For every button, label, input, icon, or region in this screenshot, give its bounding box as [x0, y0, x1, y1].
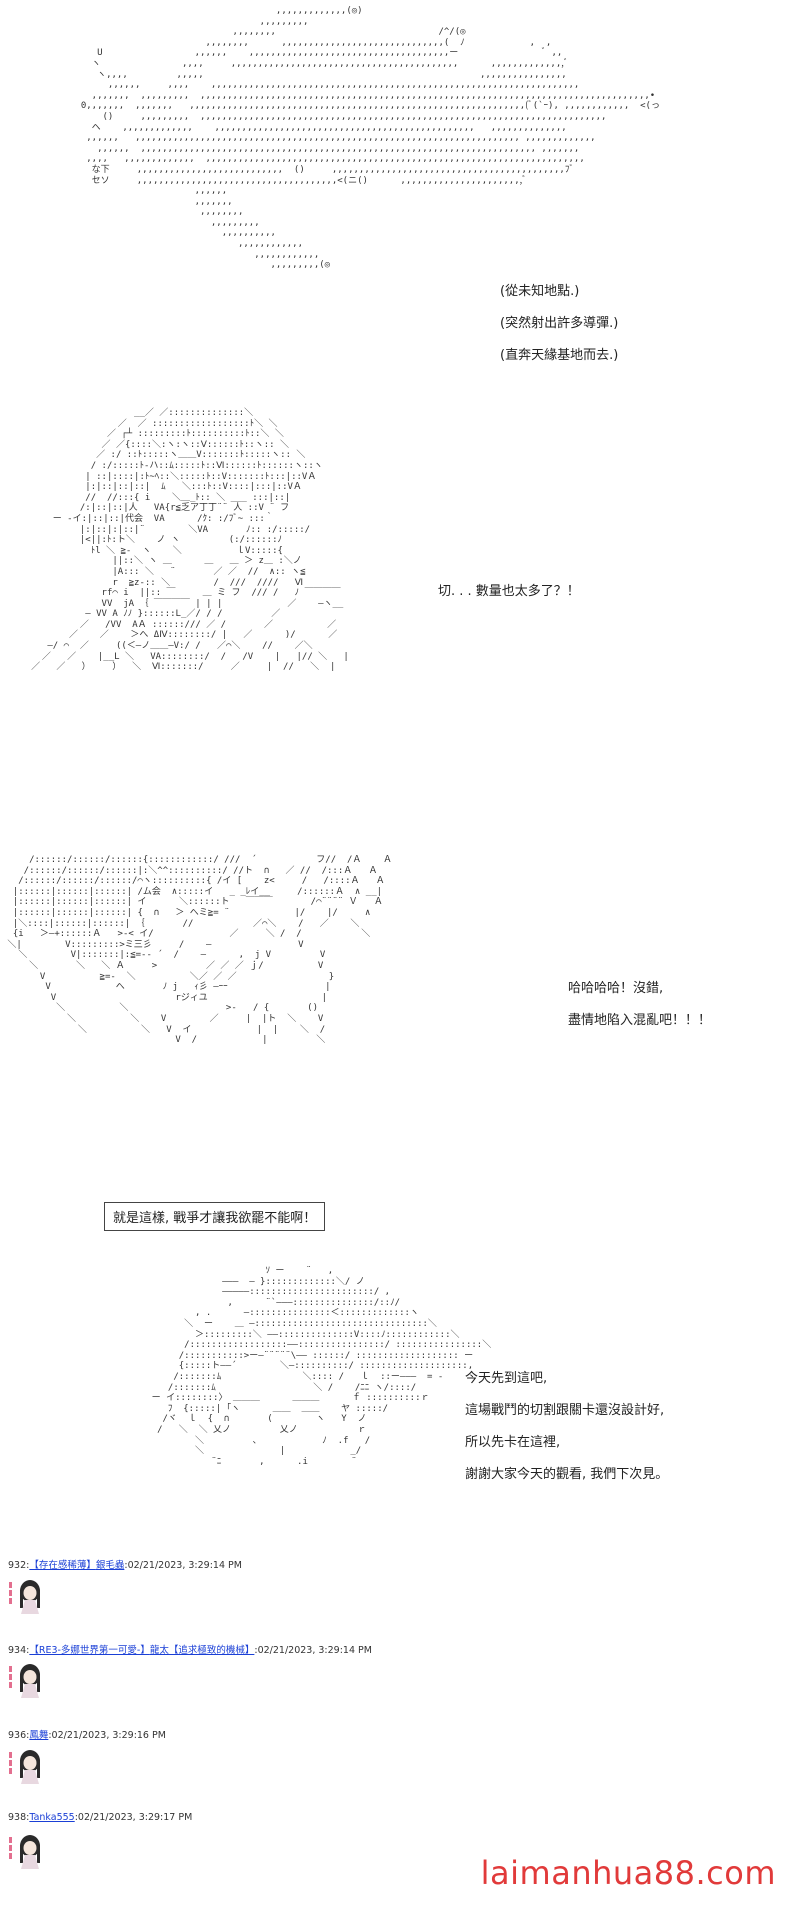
post-timestamp: :02/21/2023, 3:29:17 PM — [74, 1812, 193, 1823]
post-username-link[interactable]: 銀毛蟲 — [95, 1560, 125, 1571]
avatar — [8, 1833, 48, 1869]
character-speech-2: 哈哈哈哈！沒錯, 盡情地陷入混亂吧！！！ — [568, 977, 711, 1041]
post-timestamp: :02/21/2023, 3:29:14 PM — [254, 1645, 372, 1656]
post-username-link[interactable]: 龍太【追求極致的機械】 — [149, 1645, 255, 1656]
character-ascii-art-1: __／ ／::::::::::::::＼ ／ ／ :::::::::::::::… — [31, 408, 349, 673]
avatar-icon — [9, 1580, 40, 1614]
avatar-icon — [9, 1750, 40, 1784]
missile-ascii-art: ,,,,,,,,,,,,,(◎) ,,,,,,,,, ,,,,,,,, /^/(… — [80, 6, 660, 271]
closing-line: 這場戰鬥的切割跟關卡還沒設計好, — [465, 1403, 665, 1418]
character-speech-1: 切. . . 數量也太多了？！ — [438, 584, 580, 599]
post-badge-link[interactable]: 【存在感稀薄】 — [29, 1560, 96, 1571]
avatar — [8, 1578, 48, 1614]
speech-line: 哈哈哈哈！沒錯, — [568, 981, 664, 996]
post-timestamp: :02/21/2023, 3:29:16 PM — [48, 1730, 166, 1741]
post-timestamp: :02/21/2023, 3:29:14 PM — [124, 1560, 242, 1571]
caption-line: (直奔天緣基地而去.) — [500, 348, 619, 363]
speech-line: 盡情地陷入混亂吧！！！ — [568, 1013, 712, 1028]
character-ascii-art-3: ｿ ー ¨ , ――― ― }:::::::::::::＼/ ノ ―――――::… — [151, 1266, 492, 1467]
narration-captions: (從未知地點.) (突然射出許多導彈.) (直奔天緣基地而去.) — [500, 280, 618, 376]
post-username-link[interactable]: 鳳舞 — [29, 1730, 49, 1741]
post-number: 934 — [8, 1645, 27, 1656]
closing-line: 謝謝大家今天的觀看, 我們下次見。 — [465, 1467, 669, 1482]
caption-line: (突然射出許多導彈.) — [500, 316, 619, 331]
avatar-icon — [9, 1664, 40, 1698]
caption-line: (從未知地點.) — [500, 284, 580, 299]
post-number: 936 — [8, 1730, 27, 1741]
avatar-icon — [9, 1835, 40, 1869]
post-username-link[interactable]: Tanka555 — [29, 1812, 75, 1823]
closing-remarks: 今天先到這吧, 這場戰鬥的切割跟關卡還沒設計好, 所以先卡在這裡, 謝謝大家今天… — [465, 1367, 668, 1495]
post-header: 938:Tanka555:02/21/2023, 3:29:17 PM — [8, 1812, 193, 1823]
site-watermark: laimanhua88.com — [480, 1854, 776, 1892]
avatar — [8, 1662, 48, 1698]
character-ascii-art-2: /::::::/::::::/::::::{::::::::::::/ /// … — [7, 855, 393, 1046]
closing-line: 所以先卡在這裡, — [465, 1435, 561, 1450]
avatar — [8, 1748, 48, 1784]
post-header: 936:鳳舞:02/21/2023, 3:29:16 PM — [8, 1730, 166, 1741]
narration-box: 就是這樣, 戰爭才讓我欲罷不能啊！ — [104, 1202, 326, 1231]
post-number: 938 — [8, 1812, 27, 1823]
closing-line: 今天先到這吧, — [465, 1371, 548, 1386]
post-number: 932 — [8, 1560, 27, 1571]
post-header: 934:【RE3-多娜世界第一可愛-】龍太【追求極致的機械】:02/21/202… — [8, 1645, 372, 1656]
post-badge-link[interactable]: 【RE3-多娜世界第一可愛-】 — [29, 1645, 150, 1656]
post-header: 932:【存在感稀薄】銀毛蟲:02/21/2023, 3:29:14 PM — [8, 1560, 242, 1571]
